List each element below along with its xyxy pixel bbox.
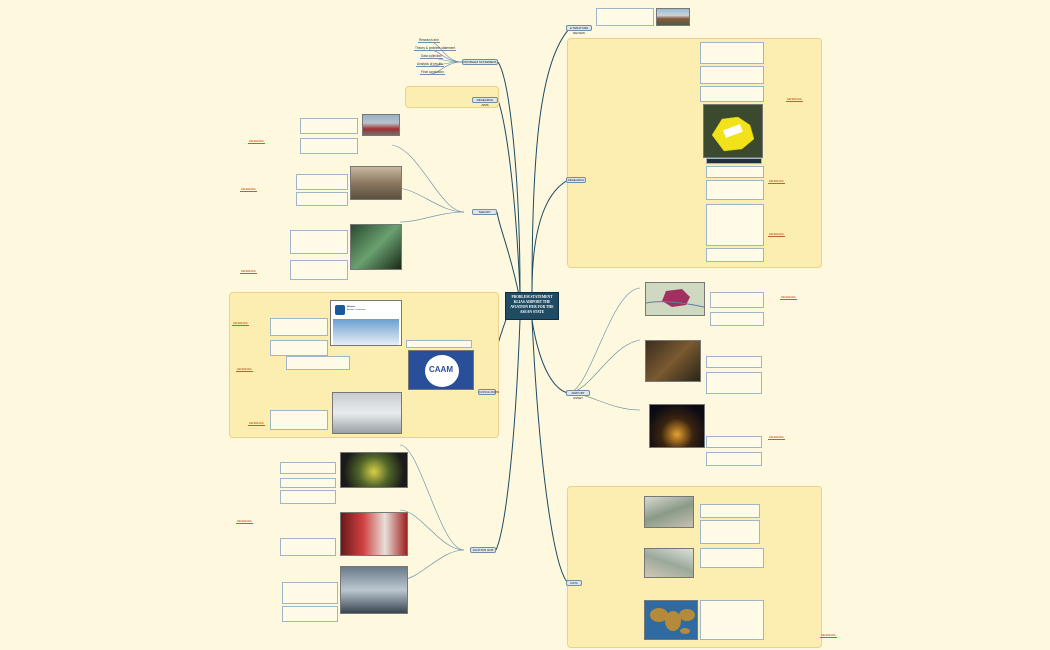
list-item-3[interactable]: Data collection [420,54,443,59]
branch-literature[interactable]: LITERATURE REVIEW [566,25,592,35]
hub-text-6 [282,606,338,622]
reference-tag-12[interactable]: REFERENCE [248,422,265,426]
branch-conclusion[interactable]: CONCLUSION [478,389,500,395]
caam-text: CAAM [429,365,453,374]
world-map-graphic [650,608,695,634]
data-text-3 [700,548,764,568]
branch-problem-statement[interactable]: PROBLEM STATEMENT [462,59,498,65]
reference-tag-3[interactable]: REFERENCE [768,233,785,237]
research-text-8 [706,248,764,262]
list-item-4[interactable]: Analysis of results [416,62,444,67]
research-text-5 [706,166,764,178]
hub-text-1 [280,462,336,474]
branch-data[interactable]: DATA [566,580,582,586]
central-line-1: PROBLEM STATEMENT [511,295,553,299]
central-line-4: ASEAN STATE [519,310,545,314]
reference-tag-5[interactable]: REFERENCE [768,436,785,440]
reference-tag-4[interactable]: REFERENCE [780,296,797,300]
map-region-highlight [645,289,705,308]
map-photo-research [703,104,763,158]
kiosk-photo [340,512,408,556]
branch-theory[interactable]: THEORY [472,209,497,215]
central-line-2: KLIAS AIRPORT THE [513,300,551,304]
logo-text-1: Malaysia [347,306,356,308]
theory-text-3 [296,174,348,190]
terminal-photo-1 [645,340,701,382]
reference-tag-13[interactable]: REFERENCE [236,520,253,524]
data-text-2 [700,520,760,544]
research-zone [567,38,822,268]
airport-aerial-photo-1 [644,496,694,528]
asset-text-4 [706,372,762,394]
theory-text-5 [290,230,348,254]
reference-tag-6[interactable]: REFERENCE [820,634,837,638]
branch-research[interactable]: RESEARCH [566,177,586,183]
theory-text-6 [290,260,348,280]
conclusion-text-4 [406,340,472,348]
research-text-3 [700,86,764,102]
reference-tag-10[interactable]: REFERENCE [232,322,249,326]
hub-text-3 [280,490,336,504]
theory-text-4 [296,192,348,206]
asset-text-3 [706,356,762,368]
branch-research-aims[interactable]: RESEARCH AIMS [472,97,498,107]
caam-circle [425,355,459,387]
airport-photo-literature [656,8,690,26]
reference-tag-1[interactable]: REFERENCE [786,98,803,102]
credit-card-photo [350,224,402,270]
map-highlight [711,116,755,152]
hub-text-2 [280,478,336,488]
red-cars-photo [362,114,400,136]
reference-tag-9[interactable]: REFERENCE [240,270,257,274]
logo-text-2: Aviation Commission [347,309,366,311]
literature-text [596,8,654,26]
night-airport-photo [649,404,705,448]
hub-text-4 [280,538,336,556]
passenger-photo [340,566,408,614]
haze-photo [350,166,402,200]
theory-text-2 [300,138,358,154]
list-item-2[interactable]: Theory & problem statement [414,46,457,51]
conclusion-text-1 [270,318,328,336]
control-room-photo [340,452,408,488]
theory-text-1 [300,118,358,134]
reference-tag-11[interactable]: REFERENCE [236,368,253,372]
asset-text-6 [706,452,762,466]
research-text-2 [700,66,764,84]
caam-logo: CAAM [408,350,474,390]
asset-text-1 [710,292,764,308]
research-text-7 [706,204,764,246]
conclusion-text-2 [270,340,328,356]
list-item-1[interactable]: Research aim [418,38,440,43]
reference-tag-2[interactable]: REFERENCE [768,180,785,184]
malaysia-aviation-commission-logo: Malaysia Aviation Commission [330,300,402,346]
research-text-6 [706,180,764,200]
reference-tag-7[interactable]: REFERENCE [248,140,265,144]
branch-aviation-hub[interactable]: AVIATION HUB [470,547,496,553]
asset-text-2 [710,312,764,326]
data-text-4 [700,600,764,640]
asean-map-image [645,282,705,316]
conclusion-text-5 [270,410,328,430]
branch-airport-asset[interactable]: AIRPORT ASSET [566,390,590,400]
asset-text-5 [706,436,762,448]
conclusion-text-3 [286,356,350,370]
list-item-5[interactable]: Final conclusion [420,70,445,75]
research-text-4 [706,158,762,164]
world-map-image [644,600,698,640]
terminal-roof-photo [332,392,402,434]
central-topic[interactable]: PROBLEM STATEMENT KLIAS AIRPORT THE AVIA… [505,292,559,320]
airport-aerial-photo-2 [644,548,694,578]
data-text-1 [700,504,760,518]
logo-mark [335,305,345,315]
research-text-1 [700,42,764,64]
reference-tag-8[interactable]: REFERENCE [240,188,257,192]
logo-photo [333,319,399,345]
central-line-3: AVIATION HUB FOR THE [510,305,554,309]
hub-text-5 [282,582,338,604]
